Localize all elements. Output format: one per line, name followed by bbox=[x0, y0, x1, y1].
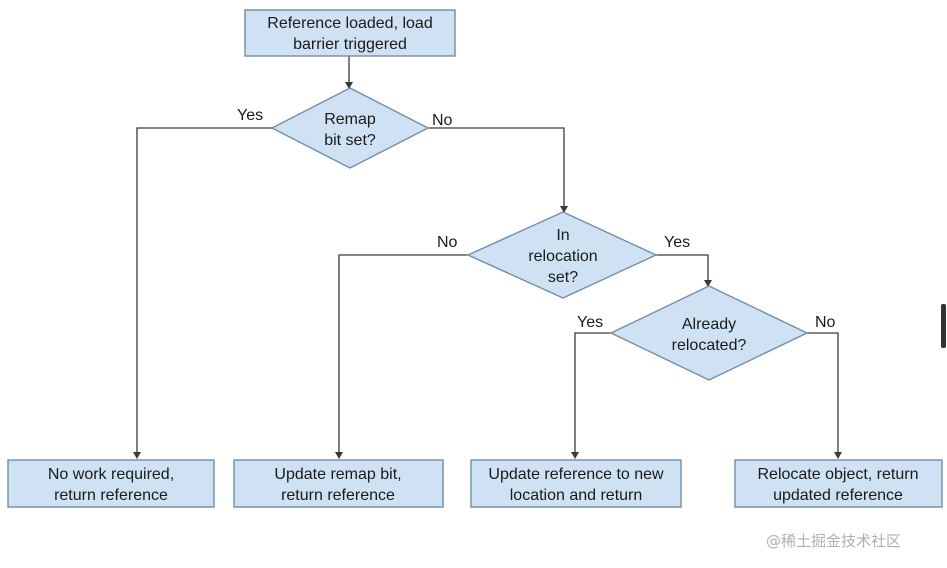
edge-remap-yes bbox=[133, 127, 272, 459]
remap-decision: Remap bit set? bbox=[270, 87, 430, 169]
already-relocated-decision: Already relocated? bbox=[609, 285, 809, 381]
connectors bbox=[133, 56, 842, 459]
label-remap-yes: Yes bbox=[237, 107, 263, 124]
update-reference-line-1: Update reference to new bbox=[488, 466, 664, 483]
no-work-line-1: No work required, bbox=[48, 466, 174, 483]
already-relocated-line-1: Already bbox=[682, 316, 736, 333]
already-relocated-line-2: relocated? bbox=[672, 337, 747, 354]
watermark: @稀土掘金技术社区 bbox=[766, 532, 902, 550]
relocate-object-line-2: updated reference bbox=[773, 487, 903, 504]
relocation-decision-line-2: relocation bbox=[528, 248, 597, 265]
start-node-line-2: barrier triggered bbox=[293, 36, 407, 53]
label-already-no: No bbox=[815, 314, 836, 331]
start-node: Reference loaded, load barrier triggered bbox=[244, 9, 456, 57]
edge-already-no bbox=[807, 332, 842, 459]
edge-already-yes bbox=[571, 332, 611, 459]
no-work-node: No work required, return reference bbox=[7, 459, 215, 508]
edge-relocation-yes bbox=[656, 254, 712, 287]
label-remap-no: No bbox=[432, 112, 453, 129]
edge-remap-no bbox=[428, 127, 568, 213]
update-reference-node: Update reference to new location and ret… bbox=[470, 459, 682, 508]
update-remap-line-2: return reference bbox=[281, 487, 395, 504]
relocation-decision-line-1: In bbox=[556, 227, 569, 244]
relocate-object-node: Relocate object, return updated referenc… bbox=[734, 459, 943, 508]
relocate-object-line-1: Relocate object, return bbox=[758, 466, 919, 483]
edge-relocation-no bbox=[335, 254, 468, 459]
remap-decision-line-2: bit set? bbox=[324, 132, 376, 149]
update-remap-node: Update remap bit, return reference bbox=[233, 459, 444, 508]
label-already-yes: Yes bbox=[577, 314, 603, 331]
no-work-line-2: return reference bbox=[54, 487, 168, 504]
relocation-decision: In relocation set? bbox=[466, 211, 658, 299]
label-relocation-yes: Yes bbox=[664, 234, 690, 251]
update-remap-line-1: Update remap bit, bbox=[274, 466, 401, 483]
label-relocation-no: No bbox=[437, 234, 458, 251]
update-reference-line-2: location and return bbox=[510, 487, 643, 504]
relocation-decision-line-3: set? bbox=[548, 269, 578, 286]
start-node-line-1: Reference loaded, load bbox=[267, 15, 432, 32]
remap-decision-line-1: Remap bbox=[324, 111, 376, 128]
scroll-indicator[interactable] bbox=[941, 304, 946, 348]
